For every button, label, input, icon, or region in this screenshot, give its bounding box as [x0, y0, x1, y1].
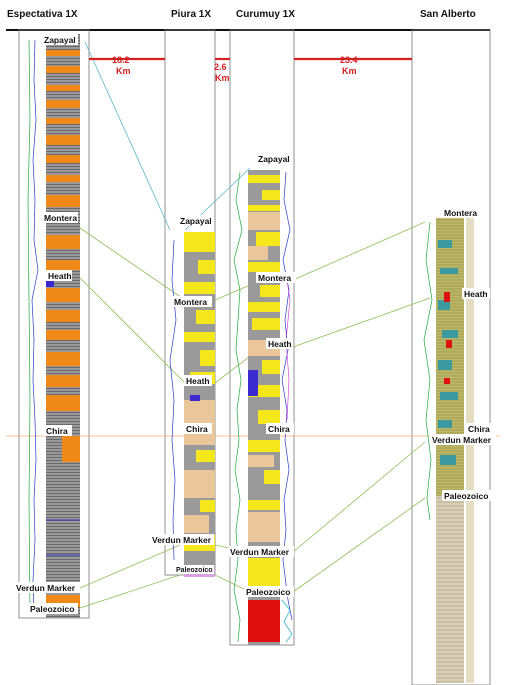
formation-labels-curumuy: Zapayal Montera Heath Chira Verdun Marke…: [228, 153, 296, 597]
formation-labels-san-alberto: Montera Heath Chira Verdun Marker Paleoz…: [430, 207, 496, 501]
well-name-san-alberto: San Alberto: [420, 9, 476, 20]
distance-value: 18.2: [112, 55, 130, 65]
formation-label: Verdun Marker: [16, 583, 76, 593]
formation-label: Chira: [268, 424, 290, 434]
formation-label: Paleozoico: [444, 491, 488, 501]
formation-label: Heath: [464, 289, 488, 299]
distance-value: 2.6: [214, 62, 227, 72]
formation-label: Montera: [44, 213, 77, 223]
formation-label: Heath: [48, 271, 72, 281]
distance-unit: Km: [116, 66, 131, 76]
distance-unit: Km: [342, 66, 357, 76]
well-name-piura: Piura 1X: [171, 9, 211, 20]
formation-label: Verdun Marker: [230, 547, 290, 557]
formation-label: Paleozoico: [30, 604, 74, 614]
log-piura: [169, 232, 215, 577]
formation-label: Chira: [186, 424, 208, 434]
log-espectativa: [27, 34, 80, 618]
formation-label: Paleozoico: [246, 587, 290, 597]
formation-label: Zapayal: [180, 216, 212, 226]
log-san-alberto: [423, 218, 474, 683]
formation-label: Chira: [46, 426, 68, 436]
formation-label: Chira: [468, 424, 490, 434]
formation-labels-piura: Zapayal Montera Heath Chira Verdun Marke…: [150, 215, 214, 574]
well-name-espectativa: Espectativa 1X: [7, 9, 78, 20]
distance-value: 23.4: [340, 55, 358, 65]
formation-label: Montera: [258, 273, 291, 283]
formation-label: Heath: [186, 376, 210, 386]
formation-labels-espectativa: Zapayal Montera Heath Chira Verdun Marke…: [14, 34, 80, 614]
formation-label: Montera: [174, 297, 207, 307]
formation-label: Heath: [268, 339, 292, 349]
formation-label: Verdun Marker: [432, 435, 492, 445]
log-curumuy: [233, 170, 293, 645]
well-name-curumuy: Curumuy 1X: [236, 9, 295, 20]
distance-unit: Km: [215, 73, 230, 83]
formation-label: Montera: [444, 208, 477, 218]
formation-label: Verdun Marker: [152, 535, 212, 545]
formation-label: Paleozoico: [176, 567, 213, 574]
formation-label: Zapayal: [258, 154, 290, 164]
formation-label: Zapayal: [44, 35, 76, 45]
